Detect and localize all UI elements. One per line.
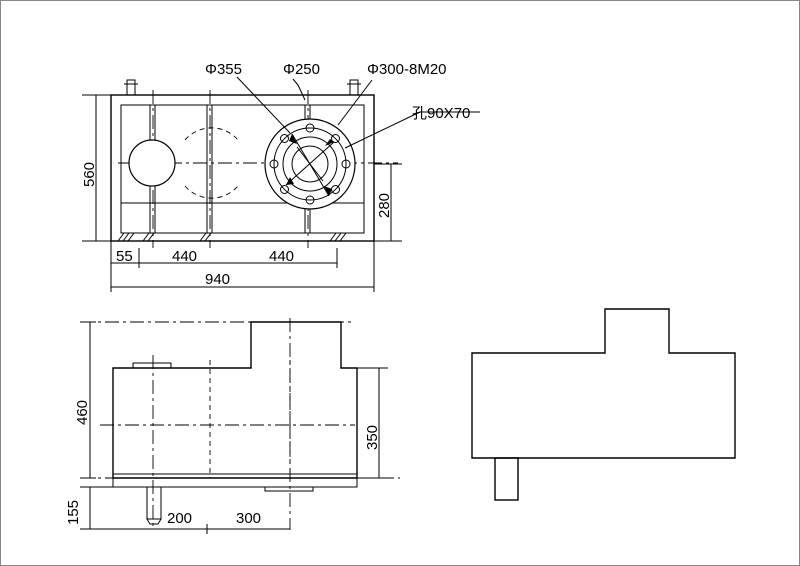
dim-350: 350 [364,425,381,450]
dim-560: 560 [81,162,98,187]
top-view [82,76,480,292]
dim-280: 280 [376,193,393,218]
dim-55: 55 [116,248,133,265]
top-view-outer-housing [110,94,375,242]
dim-200: 200 [167,510,192,527]
annotations: Φ355 Φ250 Φ300-8M20 孔90X70 560 280 55 44… [65,61,470,527]
front-view-body [112,321,358,479]
foot-hatching [117,232,347,242]
dim-440-left: 440 [172,248,197,265]
bore-inner [291,145,329,183]
dim-155: 155 [65,500,82,525]
left-lifting-lug [126,79,136,96]
side-view [471,308,736,501]
front-view-input-shaft [146,486,162,520]
dim-940: 940 [205,271,230,288]
label-phi300-bolts: Φ300-8M20 [367,61,447,78]
front-view-top-cover [132,362,172,369]
label-phi250: Φ250 [283,61,320,78]
side-view-shaft [494,457,519,501]
front-view [80,318,400,534]
label-opening: 孔90X70 [412,105,470,122]
top-view-inner-cavity [120,104,365,234]
bolt-circle-phi300 [273,127,347,201]
dim-460: 460 [74,400,91,425]
dim-440-right: 440 [269,248,294,265]
dim-300: 300 [236,510,261,527]
input-shaft-bore [128,139,176,187]
side-view-body [471,308,736,459]
label-phi355: Φ355 [205,61,242,78]
bore-phi250 [282,136,338,192]
right-lifting-lug [349,79,359,96]
